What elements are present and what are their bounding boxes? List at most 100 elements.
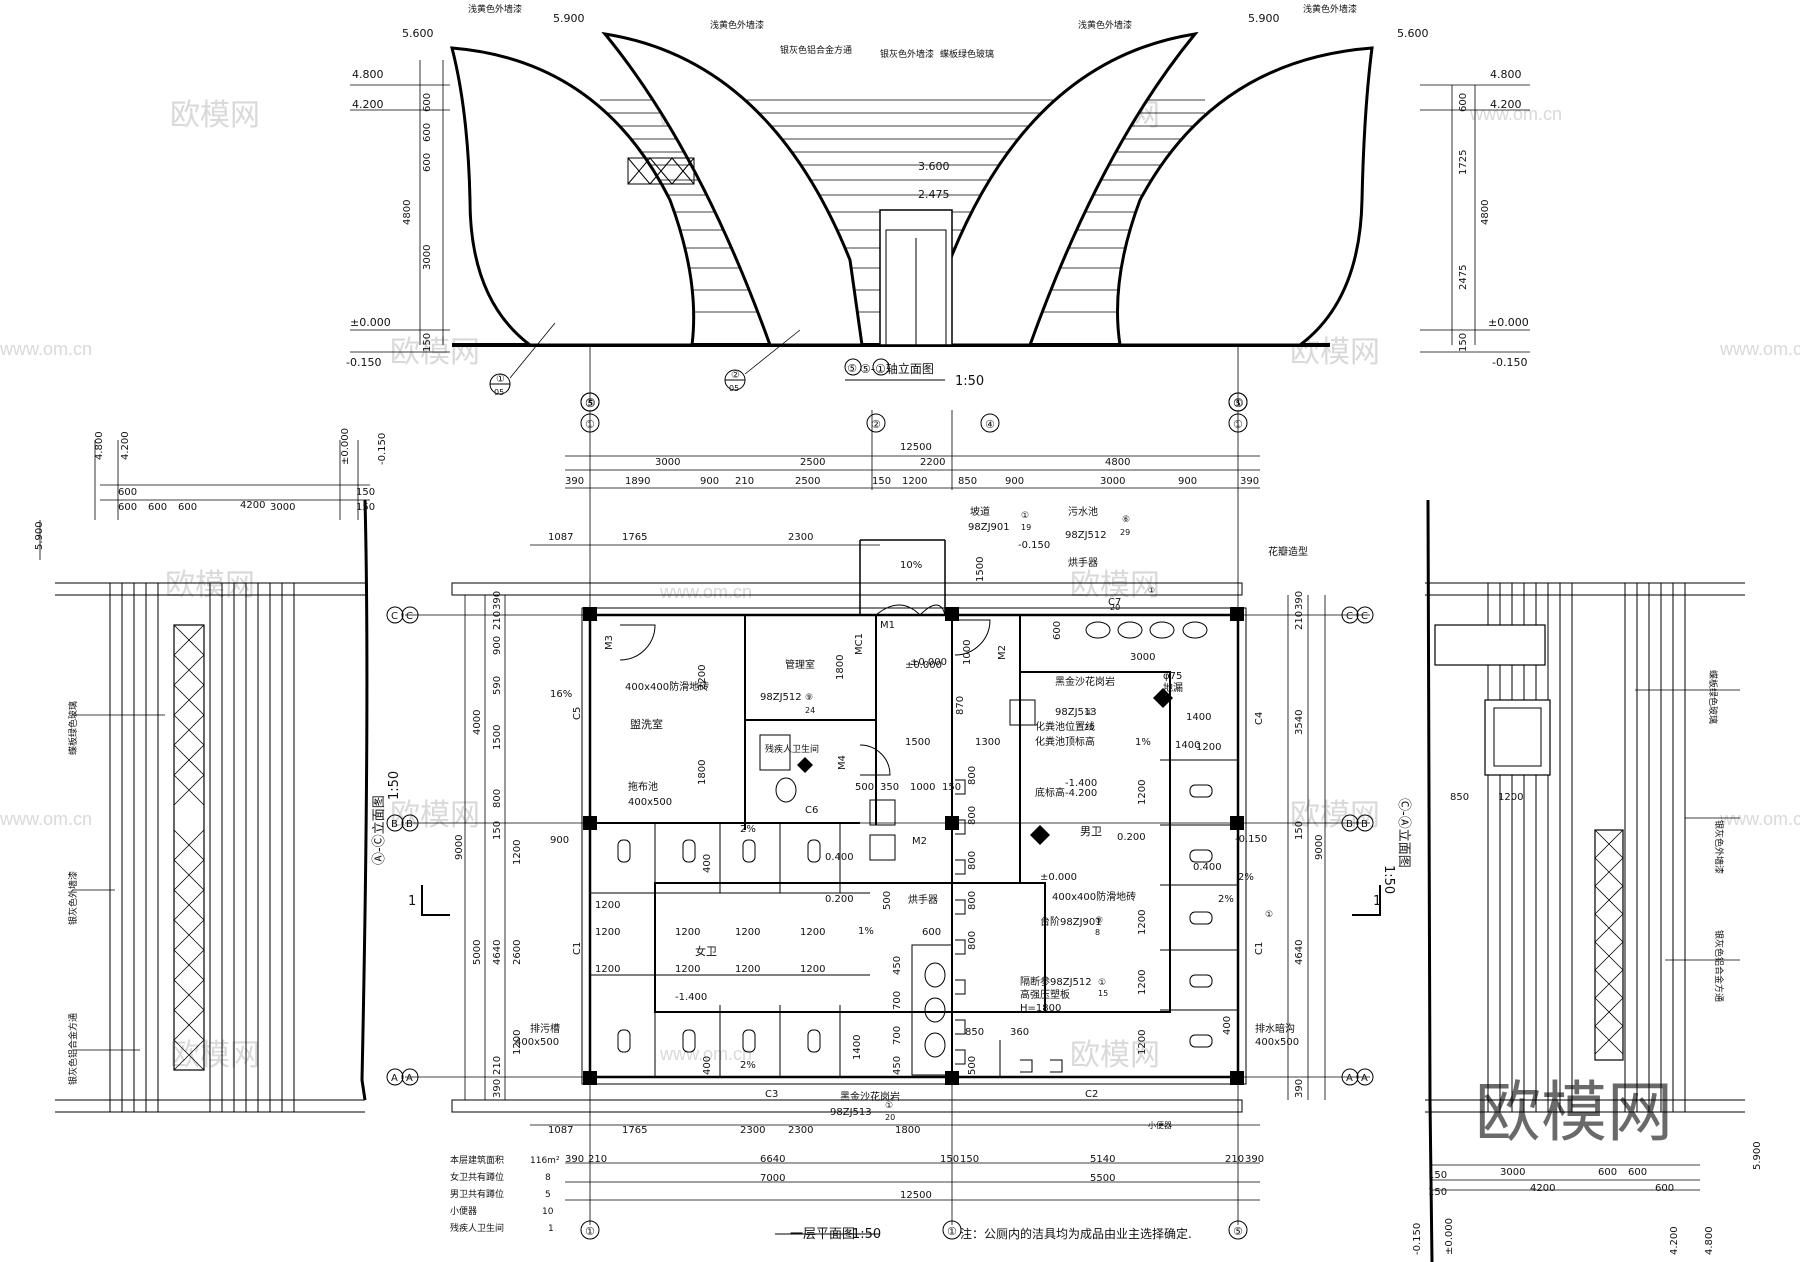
room-label: 盥洗室 [630, 717, 663, 731]
level-label: ±0.000 [1444, 1218, 1455, 1255]
dim: 600 [1628, 1167, 1647, 1178]
dim: 1765 [622, 1125, 647, 1136]
detail-ref: ① [1021, 511, 1029, 521]
dim: 390 [1294, 1079, 1305, 1098]
level-label: 0.400 [825, 852, 854, 863]
dim: 3000 [1500, 1167, 1525, 1178]
dim: 1200 [512, 1030, 523, 1055]
level-label: -0.150 [1235, 834, 1267, 845]
annotation: 隔断参98ZJ512 [1020, 975, 1092, 988]
dim: 2300 [788, 1125, 813, 1136]
level-label: 5.900 [34, 521, 45, 550]
detail-ref: ① [496, 374, 505, 385]
dim: 150 [492, 821, 503, 840]
dim: 1087 [548, 1125, 573, 1136]
annotation: 地漏 [1163, 681, 1183, 694]
material-note: 银灰色铝合金方通 [1713, 930, 1725, 1002]
room-label: 女卫 [695, 944, 717, 958]
dim: 5140 [1090, 1154, 1115, 1165]
dim: 1800 [697, 760, 708, 785]
vertical-slats [109, 583, 295, 1112]
elevation-scale: 1:50 [387, 771, 402, 800]
annotation: 排水暗沟 [1255, 1022, 1295, 1035]
dim: 1000 [962, 640, 973, 665]
material-note: 蝶板绿色玻璃 [67, 701, 79, 755]
dim: 4800 [1105, 457, 1130, 468]
level-label: 0.200 [1117, 832, 1146, 843]
dim: 3000 [270, 502, 295, 513]
mens-stalls [1160, 759, 1238, 1048]
elevation-c-a-text: 5.900 -0.150 ±0.000 4.200 4.800 3000 600… [1381, 670, 1763, 1255]
axis-label: A [1346, 1073, 1353, 1084]
dim: 390 [1245, 1154, 1264, 1165]
watermark-url: www.om.cn [659, 1044, 752, 1064]
floor-plan [386, 392, 1381, 1240]
dim: 1200 [800, 964, 825, 975]
window-tag: C3 [765, 1089, 778, 1100]
dim: 1500 [975, 557, 986, 582]
plan-scale: 1:50 [852, 1227, 881, 1242]
dim: 210 [492, 1056, 503, 1075]
detail-ref: 20 [885, 1113, 895, 1122]
dim: 150 [942, 782, 961, 793]
annotation: 400x500 [628, 797, 672, 808]
glass-panel [1594, 829, 1624, 1061]
detail-ref: ② [731, 370, 740, 381]
dim: 800 [967, 891, 978, 910]
dim: 1200 [595, 927, 620, 938]
level-label: 4.800 [1704, 1226, 1715, 1255]
stat-value: 8 [545, 1173, 551, 1183]
detail-ref: 20 [1084, 723, 1094, 732]
stat-value: 116m² [530, 1156, 560, 1166]
level-label: -0.150 [1492, 356, 1527, 369]
dim: 1087 [548, 532, 573, 543]
stat-value: 10 [542, 1207, 554, 1217]
dim: 800 [967, 931, 978, 950]
dim: 500 [967, 1056, 978, 1075]
watermark-url: www.om.cn [659, 582, 752, 602]
dim: 400 [702, 1056, 713, 1075]
dim: 450 [892, 956, 903, 975]
door-tag: M3 [604, 635, 615, 650]
level-label: ±0.000 [340, 428, 351, 465]
level-label: 4.200 [1490, 98, 1522, 111]
annotation: 400x400防滑地砖 [625, 680, 709, 693]
watermark: 欧模网 [170, 1039, 260, 1072]
dim: 5500 [1090, 1173, 1115, 1184]
dim: 800 [967, 806, 978, 825]
door-tag: M2 [997, 645, 1008, 660]
axis-label: ① [947, 1225, 957, 1238]
level-label: 0.200 [825, 894, 854, 905]
dim: 2500 [800, 457, 825, 468]
dim: 150 [1294, 821, 1305, 840]
level-label: -1.400 [675, 992, 707, 1003]
dim: 600 [422, 123, 433, 142]
annotation: 烘手器 [1068, 556, 1098, 569]
watermark: 欧模网 [1070, 569, 1160, 602]
dim: 600 [1655, 1183, 1674, 1194]
dim: 3000 [1130, 652, 1155, 663]
dim: 2200 [697, 665, 708, 690]
dim: 1725 [1458, 150, 1469, 175]
door-tag: M2 [912, 836, 927, 847]
petal-edge [360, 499, 369, 1101]
dim: 1200 [1137, 1030, 1148, 1055]
room-label: 残疾人卫生间 [765, 743, 819, 755]
window-tag: C7 [1108, 597, 1121, 608]
level-label: 0.400 [1193, 862, 1222, 873]
detail-ref: ① [885, 1101, 893, 1111]
detail-ref: ① [1085, 708, 1093, 718]
axis-label: A [1361, 1073, 1368, 1084]
dim: 210 [492, 611, 503, 630]
detail-ref: 05 [494, 388, 504, 397]
material-note: 浅黄色外墙漆 [468, 3, 522, 15]
dim: 1200 [1137, 780, 1148, 805]
watermark: 欧模网 [390, 336, 480, 369]
dim: 390 [492, 591, 503, 610]
watermark: 欧模网 [1070, 1039, 1160, 1072]
material-note: 银灰色外墙漆 [1713, 820, 1725, 874]
axis-label: ④ [985, 418, 995, 431]
annotation: 小便器 [1148, 1120, 1172, 1130]
dim: 150 [356, 487, 375, 498]
